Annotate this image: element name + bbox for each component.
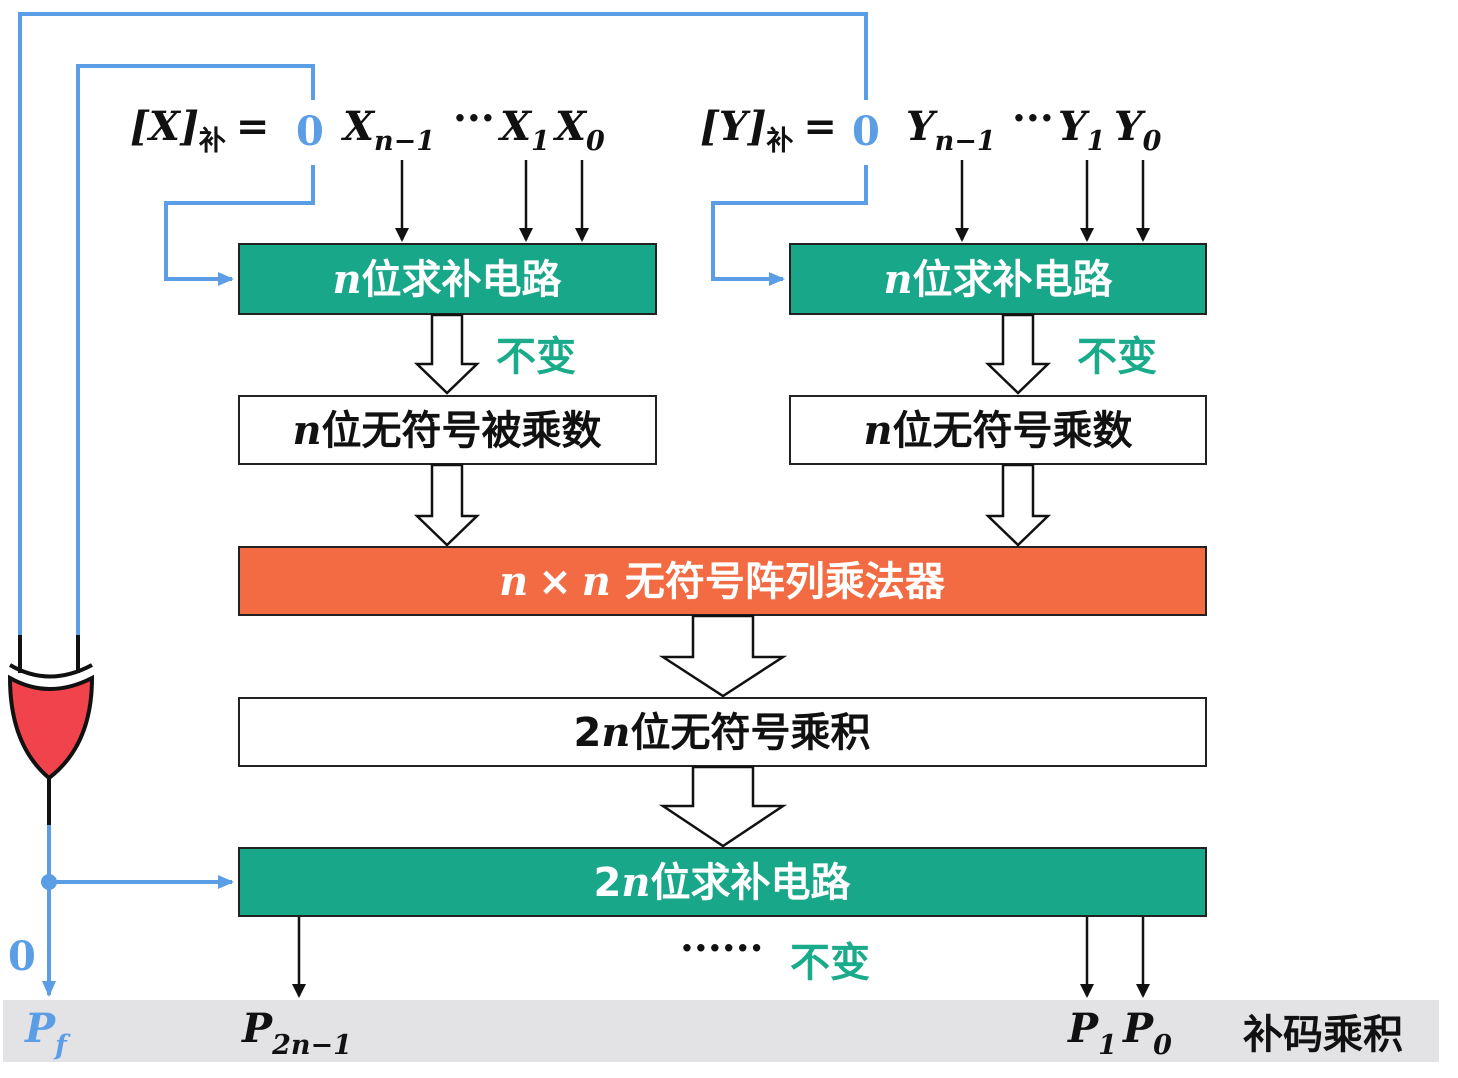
svg-text:Yn−1: Yn−1: [906, 103, 996, 157]
y-operand-label-sub: 补: [766, 126, 793, 157]
svg-text:[Y]补=: [Y]补 =: [700, 103, 837, 157]
y-operand-label: [Y]: [700, 103, 766, 150]
bottom-unchanged-label: 不变: [790, 940, 870, 986]
y-bit-ellipsis: ···: [1012, 95, 1054, 142]
x-bit-high-sub: n−1: [374, 126, 435, 157]
xor-gate: [7, 635, 95, 825]
y-bit-high: Y: [906, 103, 938, 150]
y-bit-0: Y: [1114, 103, 1146, 150]
final-complement-label: 2n位求补电路: [594, 859, 852, 906]
svg-text:Xn−1: Xn−1: [340, 103, 435, 157]
x-bit-0-sub: 0: [586, 126, 605, 157]
block-arrows: [413, 313, 1052, 848]
x-bit-high: X: [340, 103, 376, 150]
sign-wires: [18, 12, 868, 997]
y-bit-high-sub: n−1: [935, 126, 996, 157]
y-bit-1: Y: [1058, 103, 1090, 150]
x-sign-to-xor-wire: [76, 64, 315, 635]
product-label: 2n位无符号乘积: [574, 709, 871, 756]
sign-output-zero: 0: [8, 933, 36, 980]
x-bit-0: X: [552, 103, 588, 150]
svg-text:X1: X1: [497, 103, 550, 157]
x-operand-label: [X]: [130, 103, 199, 150]
y-sign-to-xor-wire: [18, 12, 868, 635]
x-complement-label: n位求补电路: [332, 256, 562, 303]
y-unchanged-label: 不变: [1077, 334, 1157, 380]
x-complement-box: [238, 243, 657, 315]
output-band: [3, 1000, 1439, 1062]
svg-text:X0: X0: [552, 103, 605, 157]
y-sign-bit: 0: [852, 108, 880, 155]
mult-to-product-arrow: [658, 614, 788, 698]
y-complement-box: [789, 243, 1207, 315]
y-equals: =: [803, 103, 837, 150]
output-arrows: [292, 917, 1150, 998]
y-bit-0-sub: 0: [1143, 126, 1162, 157]
x-bit-ellipsis: ···: [453, 95, 495, 142]
x-operand: [X]补= 0 Xn−1 ··· X1 X0: [130, 95, 605, 157]
final-complement-box: [238, 847, 1207, 917]
x-bit-1: X: [497, 103, 533, 150]
y-sign-control-wire: [711, 165, 868, 286]
y-unsigned-to-mult-arrow: [984, 463, 1052, 547]
x-unsigned-to-mult-arrow: [413, 463, 481, 547]
x-unchanged-label: 不变: [496, 334, 576, 380]
input-arrows: [395, 160, 1150, 242]
complement-product-label: 补码乘积: [1243, 1012, 1403, 1058]
bottom-dots: ······: [680, 925, 764, 972]
x-equals: =: [236, 103, 270, 150]
y-unsigned-label: n位无符号乘数: [863, 407, 1132, 454]
x-unsigned-label: n位无符号被乘数: [292, 407, 601, 454]
svg-text:Y1: Y1: [1058, 103, 1105, 157]
x-comp-to-unsigned-arrow: [413, 313, 481, 395]
svg-text:[X]补=: [X]补 =: [130, 103, 269, 157]
y-operand: [Y]补= 0 Yn−1 ··· Y1 Y0: [700, 95, 1162, 157]
product-to-final-arrow: [658, 765, 788, 848]
y-unsigned-box: [789, 395, 1207, 465]
svg-text:Y0: Y0: [1114, 103, 1162, 157]
output-p0: P0: [1122, 1005, 1172, 1061]
output-p1: P1: [1067, 1005, 1117, 1061]
junction-dot: [41, 874, 57, 890]
output-p-high: P2n−1: [241, 1005, 352, 1061]
output-pf: Pf: [24, 1005, 71, 1061]
x-sign-control-wire: [164, 165, 315, 286]
y-complement-label: n位求补电路: [883, 256, 1113, 303]
x-sign-bit: 0: [296, 108, 324, 155]
y-bit-1-sub: 1: [1087, 126, 1106, 157]
x-unsigned-box: [238, 395, 657, 465]
x-operand-label-sub: 补: [199, 126, 226, 157]
x-bit-1-sub: 1: [531, 126, 550, 157]
y-comp-to-unsigned-arrow: [984, 313, 1052, 395]
